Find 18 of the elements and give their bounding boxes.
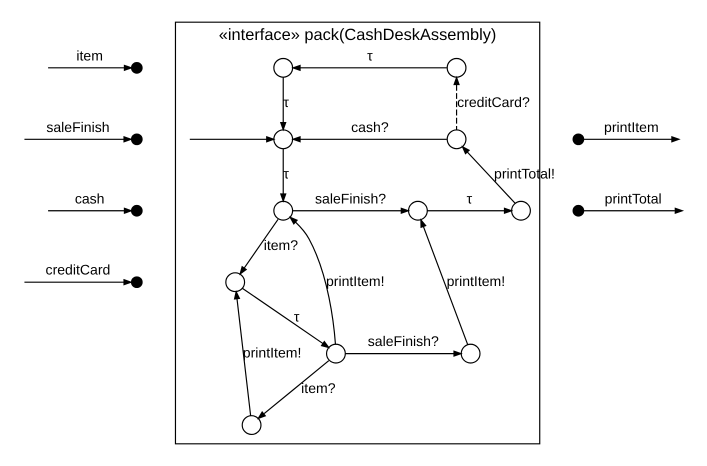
edge-label: printTotal (604, 190, 662, 206)
edge-label: creditCard (46, 262, 110, 278)
edge-label: τ (466, 190, 472, 206)
edge-label: printItem! (446, 272, 506, 289)
edge-label: printItem! (326, 272, 385, 289)
edge-label: item? (301, 380, 336, 396)
edge-label: τ (294, 308, 300, 325)
edge-label: item? (264, 237, 298, 254)
edge-label: saleFinish (46, 118, 110, 135)
edge-label: cash (74, 190, 105, 206)
edge-label: printItem! (242, 344, 302, 360)
edge-label: τ (367, 47, 373, 64)
edge-label: cash? (351, 118, 389, 135)
edge-label: saleFinish? (368, 333, 439, 350)
edge-label: saleFinish? (315, 190, 386, 206)
edge-label: creditCard? (457, 94, 530, 110)
edge-label: printItem (604, 118, 659, 135)
edge-label: item (76, 47, 103, 64)
